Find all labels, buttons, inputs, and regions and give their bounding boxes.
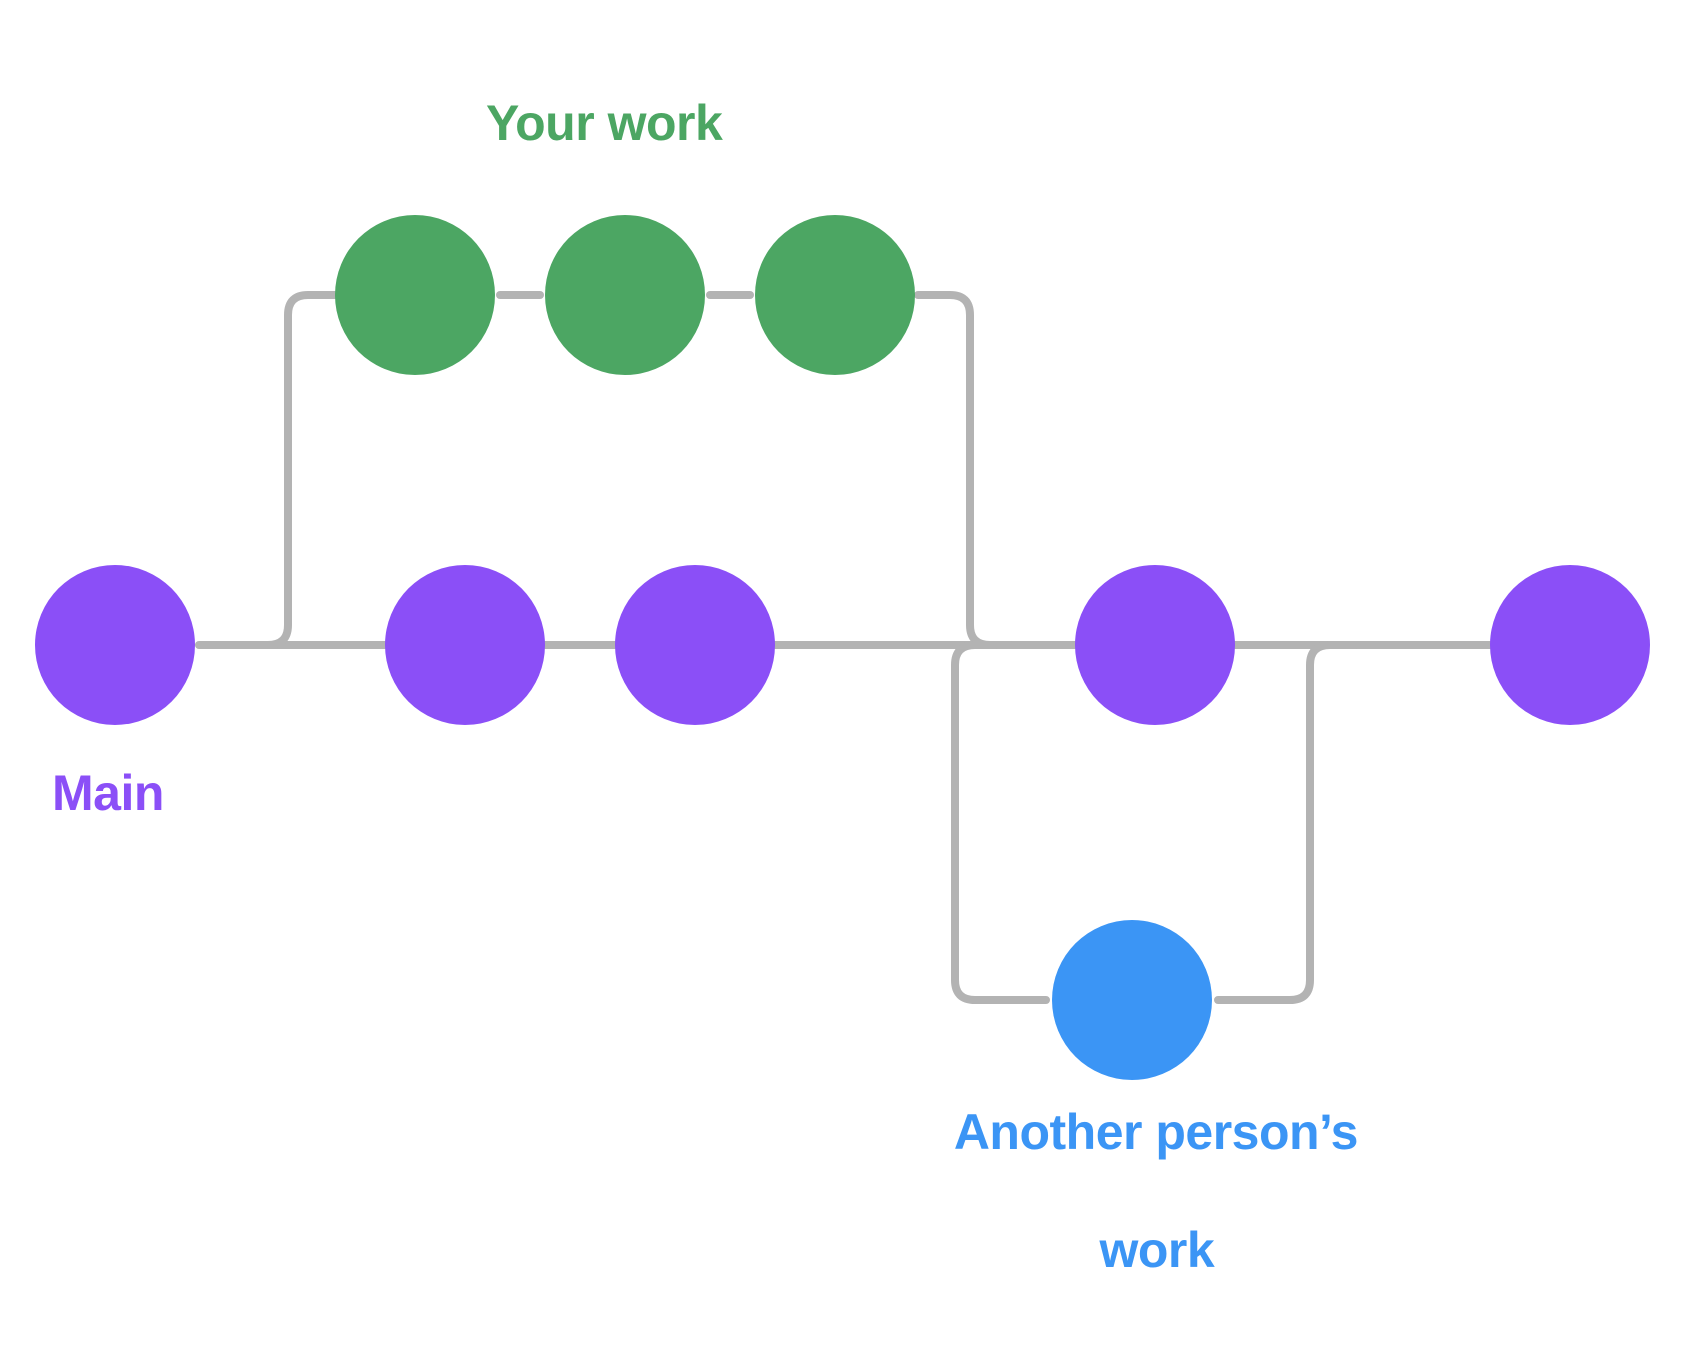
your-work-branch-nodes xyxy=(335,215,915,375)
main-branch-nodes xyxy=(35,565,1650,725)
connector-branch-to-another-person xyxy=(951,641,1050,1004)
commit-node-your-work-2[interactable] xyxy=(545,215,705,375)
connector-branch-to-your-work xyxy=(244,291,344,649)
connector-merge-another-person-to-main xyxy=(1214,641,1359,1004)
branch-label-your-work: Your work xyxy=(486,95,723,151)
branch-label-another-person-line1: Another person’s xyxy=(953,1104,1359,1160)
commit-node-main-4[interactable] xyxy=(1075,565,1235,725)
commit-node-main-3[interactable] xyxy=(615,565,775,725)
commit-node-your-work-1[interactable] xyxy=(335,215,495,375)
branch-label-main: Main xyxy=(52,765,164,821)
commit-node-another-person-1[interactable] xyxy=(1052,920,1212,1080)
another-person-branch-nodes xyxy=(1052,920,1212,1080)
branch-label-another-person: Another person’s work xyxy=(880,1044,1380,1339)
branch-label-another-person-line2: work xyxy=(1099,1222,1215,1278)
commit-node-main-2[interactable] xyxy=(385,565,545,725)
commit-node-main-1[interactable] xyxy=(35,565,195,725)
commit-node-main-5[interactable] xyxy=(1490,565,1650,725)
commit-node-your-work-3[interactable] xyxy=(755,215,915,375)
connector-merge-your-work-to-main xyxy=(914,291,1014,649)
